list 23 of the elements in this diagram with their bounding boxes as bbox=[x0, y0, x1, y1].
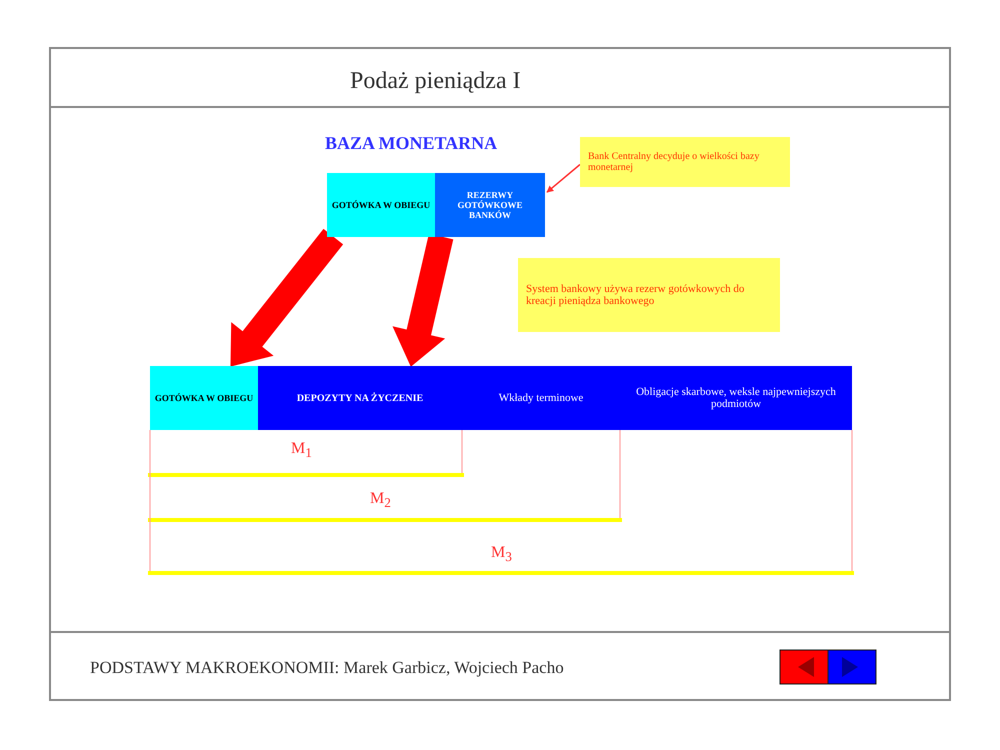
bracket-label: M$_{2}$ bbox=[370, 490, 391, 512]
section-heading: BAZA MONETARNA bbox=[325, 133, 498, 154]
box-text: DEPOZYTY NA ŻYCZENIE bbox=[296, 392, 424, 404]
box-text: System bankowy używa rezerw gotówkowych do kreacji pieniądza bankowego bbox=[526, 283, 746, 307]
cash-box bbox=[150, 366, 258, 430]
leader-line bbox=[546, 164, 580, 193]
box-text: GOTÓWKA W OBIEGU bbox=[154, 393, 254, 403]
bracket-label: M$_{1}$ bbox=[291, 440, 312, 462]
deposits-box bbox=[258, 366, 462, 430]
cash-box bbox=[327, 173, 435, 237]
footer-text: PODSTAWY MAKROEKONOMII: Marek Garbicz, Wojciech Pacho bbox=[90, 658, 564, 678]
bracket-label: M$_{3}$ bbox=[491, 544, 512, 566]
reserves-box bbox=[435, 173, 545, 237]
block-arrow bbox=[230, 228, 344, 367]
note-box bbox=[518, 258, 780, 332]
box-text: GOTÓWKA W OBIEGU bbox=[332, 200, 430, 210]
box-text: Wkłady terminowe bbox=[498, 392, 584, 404]
box-text: Obligacje skarbowe, weksle najpewniejszych podmiotów bbox=[635, 386, 837, 410]
slide-title: Podaż pieniądza I bbox=[350, 68, 521, 95]
note-box bbox=[580, 137, 790, 187]
securities-box bbox=[620, 366, 852, 430]
box-text: REZERWY GOTÓWKOWE BANKÓW bbox=[456, 190, 524, 220]
box-text: Bank Centralny decyduje o wielkości bazy monetarnej bbox=[588, 151, 760, 173]
